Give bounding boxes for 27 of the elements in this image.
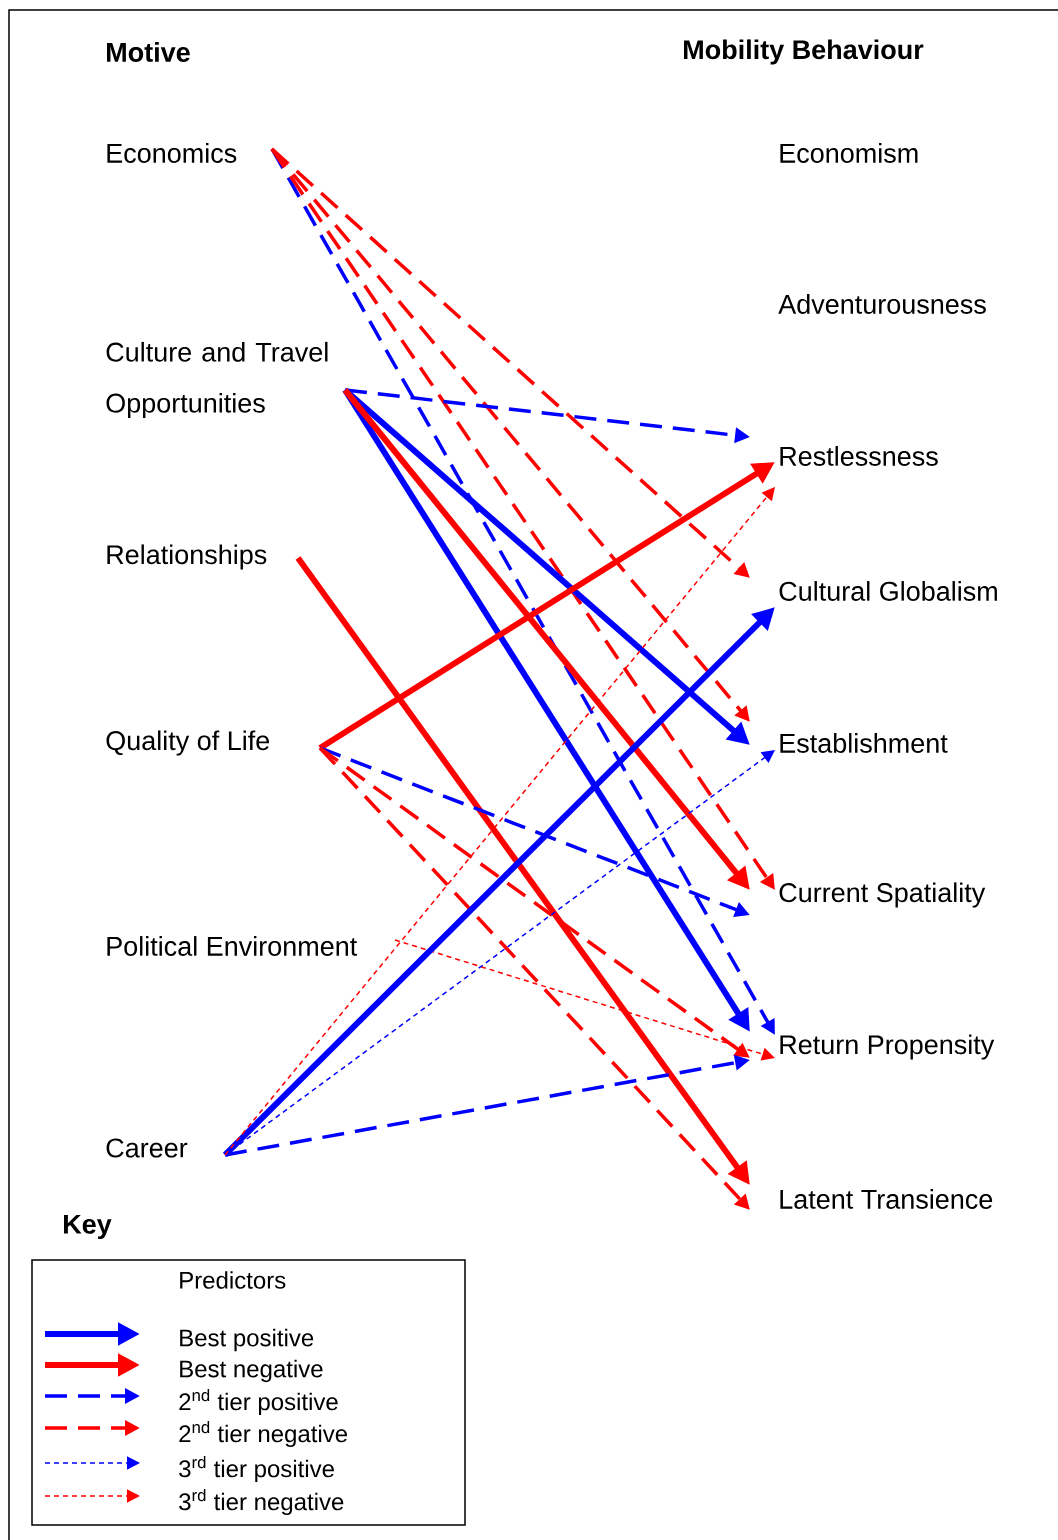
node-label: Restlessness: [780, 446, 938, 466]
node-label: Political Environment: [107, 936, 358, 956]
arrow: [224, 487, 775, 1156]
legend-text: Best positive: [180, 1328, 314, 1352]
node-label: Quality of Life: [106, 730, 270, 756]
node-label: Relationships: [107, 544, 267, 570]
legend-text: Best negative: [180, 1359, 323, 1383]
node-label: Career: [106, 1138, 188, 1158]
arrow: [394, 939, 775, 1061]
node-label: Economism: [780, 143, 918, 163]
column-heading: Key: [64, 1214, 112, 1240]
column-heading: Mobility Behaviour: [684, 39, 924, 65]
node-label: Return Propensity: [780, 1034, 995, 1060]
node-label: Current Spatiality: [779, 882, 986, 908]
node-label: Economics: [107, 143, 237, 163]
node-label: Cultural Globalism: [779, 581, 997, 601]
node-label: Culture and Travel Opportunities: [106, 341, 328, 419]
node-label: Adventurousness: [778, 294, 986, 314]
column-heading: Motive: [107, 42, 190, 62]
node-label: Latent Transience: [780, 1189, 993, 1209]
legend-text: 3$^{rd}$ tier positive: [179, 1455, 334, 1483]
node-label: Establishment: [780, 733, 948, 753]
legend-text: 2$^{nd}$ tier negative: [179, 1420, 348, 1448]
legend-text: 2$^{nd}$ tier positive: [179, 1388, 338, 1416]
legend-title: Predictors: [180, 1271, 286, 1289]
arrow: [224, 750, 775, 1156]
legend-text: 3$^{rd}$ tier negative: [179, 1488, 344, 1516]
